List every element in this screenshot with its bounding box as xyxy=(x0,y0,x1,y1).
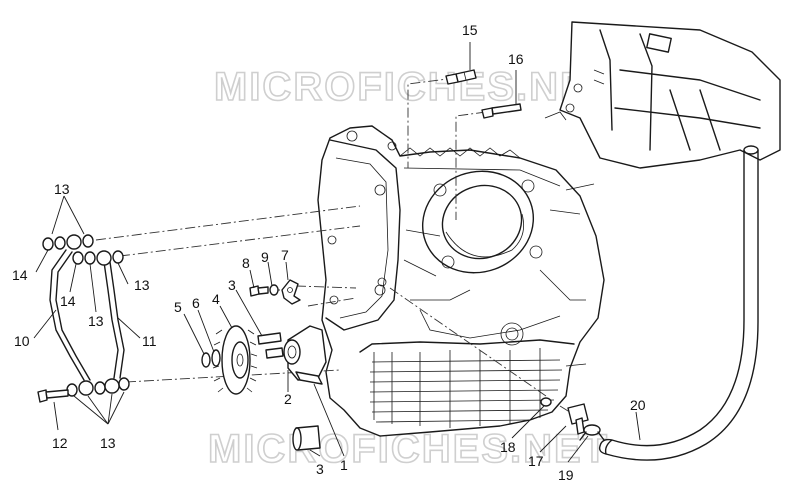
screw-16 xyxy=(481,103,522,119)
callout-16: 16 xyxy=(508,51,524,67)
callout-1: 1 xyxy=(340,457,348,473)
o-ring-18 xyxy=(540,397,552,407)
bracket-7 xyxy=(281,279,301,305)
screw-15 xyxy=(445,69,477,85)
callout-12: 12 xyxy=(52,435,68,451)
oil-pipes xyxy=(49,249,125,381)
callout-15: 15 xyxy=(462,22,478,38)
callout-14: 14 xyxy=(12,267,28,283)
oil-pump-2 xyxy=(257,325,327,385)
callout-6: 6 xyxy=(192,295,200,311)
callout-4: 4 xyxy=(212,291,220,307)
callout-13: 13 xyxy=(54,181,70,197)
callout-20: 20 xyxy=(630,397,646,413)
crankcase xyxy=(317,125,605,437)
callout-8: 8 xyxy=(242,255,250,271)
callout-5: 5 xyxy=(174,299,182,315)
callout-11: 11 xyxy=(142,333,157,349)
sprocket-4 xyxy=(212,325,258,395)
callout-18: 18 xyxy=(500,439,516,455)
callout-labels: 15 16 13 14 14 13 13 10 11 8 9 7 3 5 6 4… xyxy=(12,22,646,483)
callout-9: 9 xyxy=(261,249,269,265)
callout-3: 3 xyxy=(228,277,236,293)
callout-19: 19 xyxy=(558,467,574,483)
washers-5-6 xyxy=(201,349,221,368)
callout-7: 7 xyxy=(281,247,289,263)
frame-section xyxy=(544,21,781,169)
spacer-3 xyxy=(292,425,321,451)
leader-lines xyxy=(33,42,641,463)
washers-13-14 xyxy=(42,234,130,397)
callout-13: 13 xyxy=(88,313,104,329)
watermark-top: MICROFICHES.NET xyxy=(214,65,615,109)
callout-17: 17 xyxy=(528,453,544,469)
breather-hose xyxy=(598,145,759,461)
banjo-bolt-12 xyxy=(37,389,69,403)
callout-14: 14 xyxy=(60,293,76,309)
callout-13: 13 xyxy=(134,277,150,293)
alignment-lines xyxy=(95,77,577,417)
clip-19 xyxy=(579,424,605,441)
callout-13: 13 xyxy=(100,435,116,451)
bolt-8-washer-9 xyxy=(249,284,279,297)
callout-10: 10 xyxy=(14,333,30,349)
callout-3: 3 xyxy=(316,461,324,477)
callout-2: 2 xyxy=(284,391,292,407)
